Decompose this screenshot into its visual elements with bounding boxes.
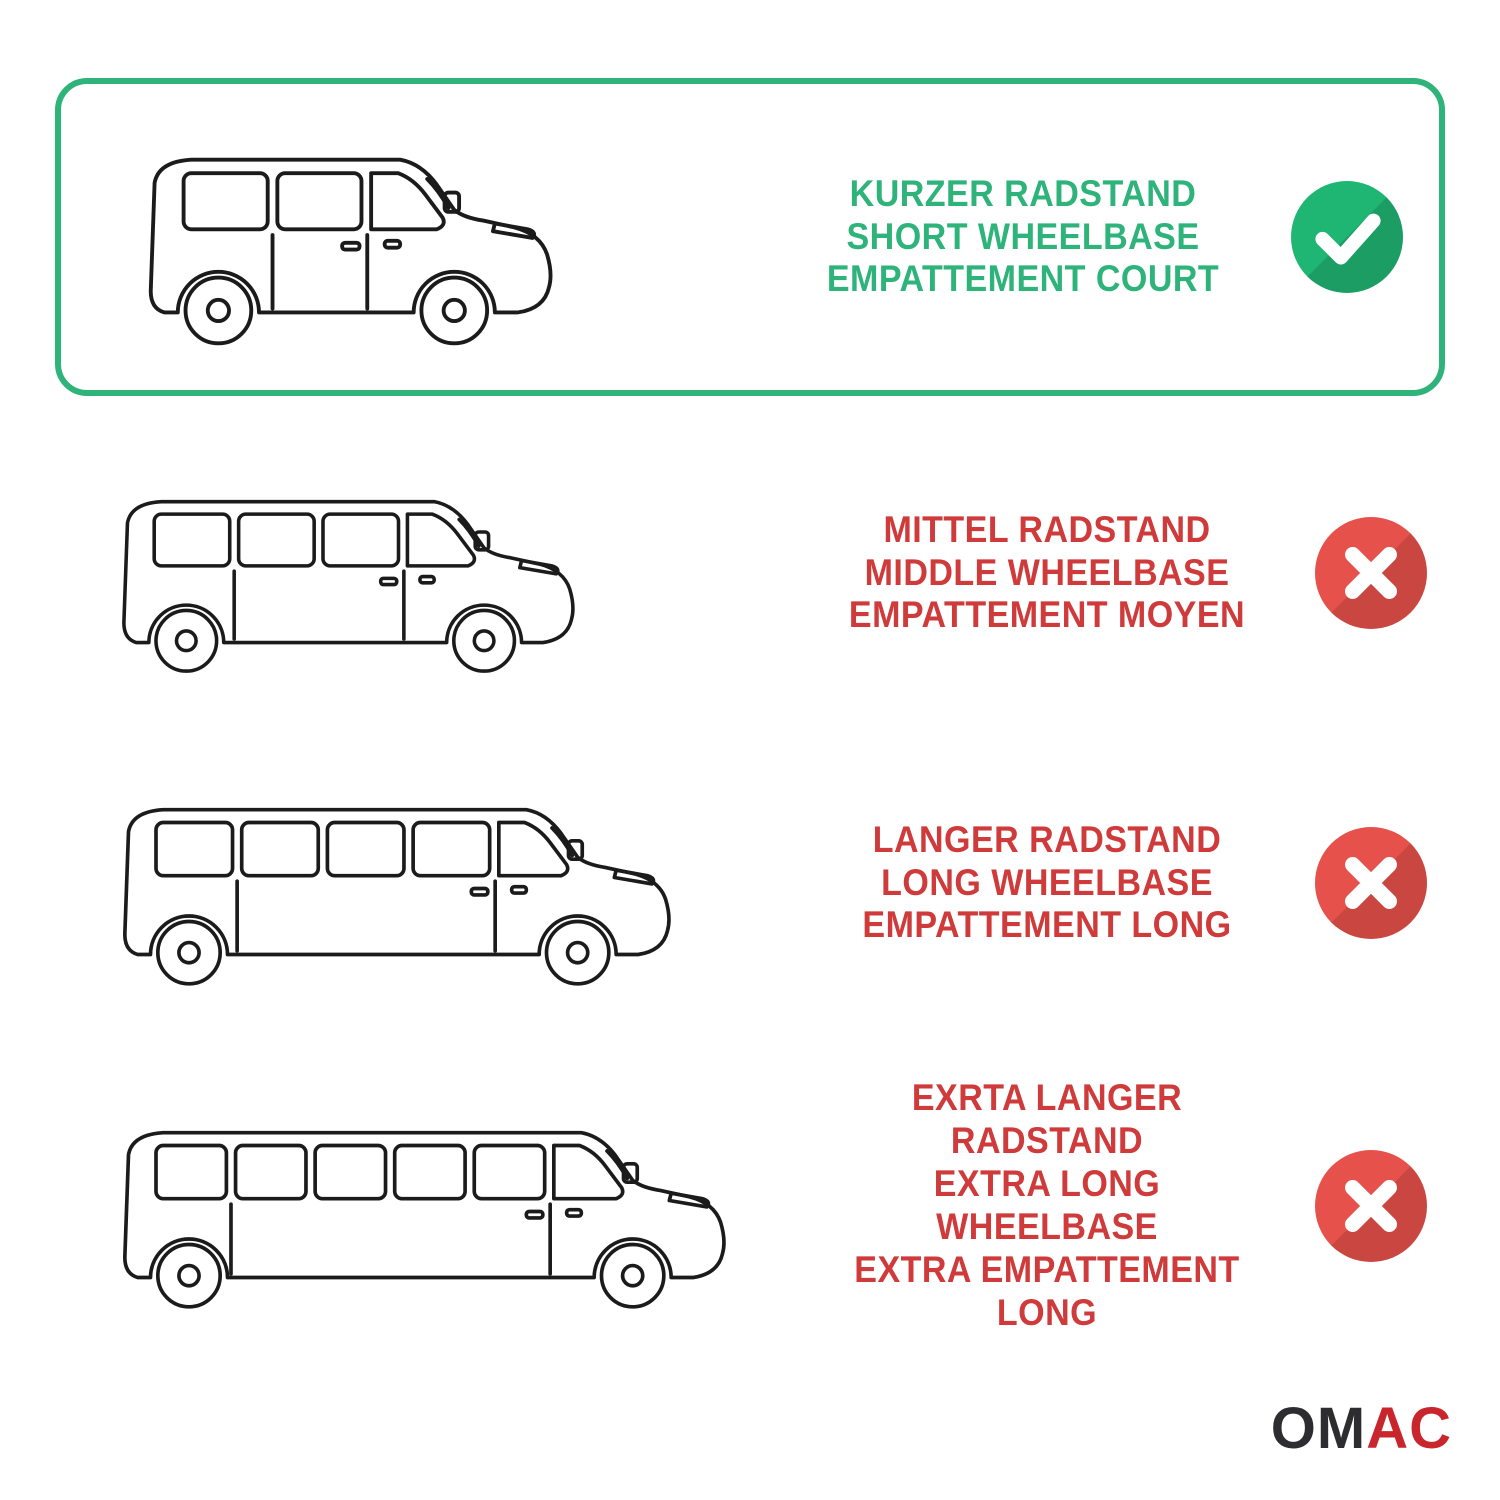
label-line-fr: EMPATTEMENT LONG — [862, 904, 1232, 946]
wheelbase-label-extra-long: EXRTA LANGER RADSTAND EXTRA LONG WHEELBA… — [826, 1077, 1268, 1334]
label-line-en: EXTRA LONG WHEELBASE — [933, 1163, 1161, 1247]
label-line-de: EXRTA LANGER RADSTAND — [911, 1077, 1183, 1162]
wheelbase-option-long: LANGER RADSTAND LONG WHEELBASE EMPATTEME… — [55, 738, 1445, 1028]
label-line-en: SHORT WHEELBASE — [846, 215, 1200, 257]
brand-logo-dark-part: OM — [1270, 1396, 1367, 1461]
label-line-en: MIDDLE WHEELBASE — [864, 551, 1230, 593]
label-line-de: KURZER RADSTAND — [849, 172, 1197, 214]
label-line-fr: EMPATTEMENT MOYEN — [848, 594, 1246, 636]
check-icon — [1291, 181, 1403, 293]
wheelbase-option-extra-long: EXRTA LANGER RADSTAND EXTRA LONG WHEELBA… — [55, 1056, 1445, 1356]
label-line-de: MITTEL RADSTAND — [883, 508, 1211, 550]
label-line-fr: EXTRA EMPATTEMENT LONG — [854, 1248, 1240, 1333]
cross-icon — [1315, 1150, 1427, 1262]
wheelbase-option-middle: MITTEL RADSTAND MIDDLE WHEELBASE EMPATTE… — [55, 428, 1445, 718]
label-line-en: LONG WHEELBASE — [881, 861, 1213, 903]
wheelbase-label-short: KURZER RADSTAND SHORT WHEELBASE EMPATTEM… — [802, 173, 1244, 302]
label-line-fr: EMPATTEMENT COURT — [826, 258, 1220, 300]
wheelbase-label-long: LANGER RADSTAND LONG WHEELBASE EMPATTEME… — [826, 819, 1268, 948]
brand-logo: OMAC — [1271, 1400, 1452, 1458]
van-extra-long-illustration — [55, 1096, 807, 1316]
van-short-illustration — [79, 121, 783, 353]
cross-icon — [1315, 827, 1427, 939]
label-line-de: LANGER RADSTAND — [872, 818, 1222, 860]
cross-icon — [1315, 517, 1427, 629]
van-long-illustration — [55, 773, 807, 993]
van-middle-illustration — [55, 466, 807, 680]
brand-logo-red-part: AC — [1366, 1396, 1452, 1461]
wheelbase-label-middle: MITTEL RADSTAND MIDDLE WHEELBASE EMPATTE… — [826, 509, 1268, 638]
wheelbase-option-short: KURZER RADSTAND SHORT WHEELBASE EMPATTEM… — [55, 78, 1445, 396]
